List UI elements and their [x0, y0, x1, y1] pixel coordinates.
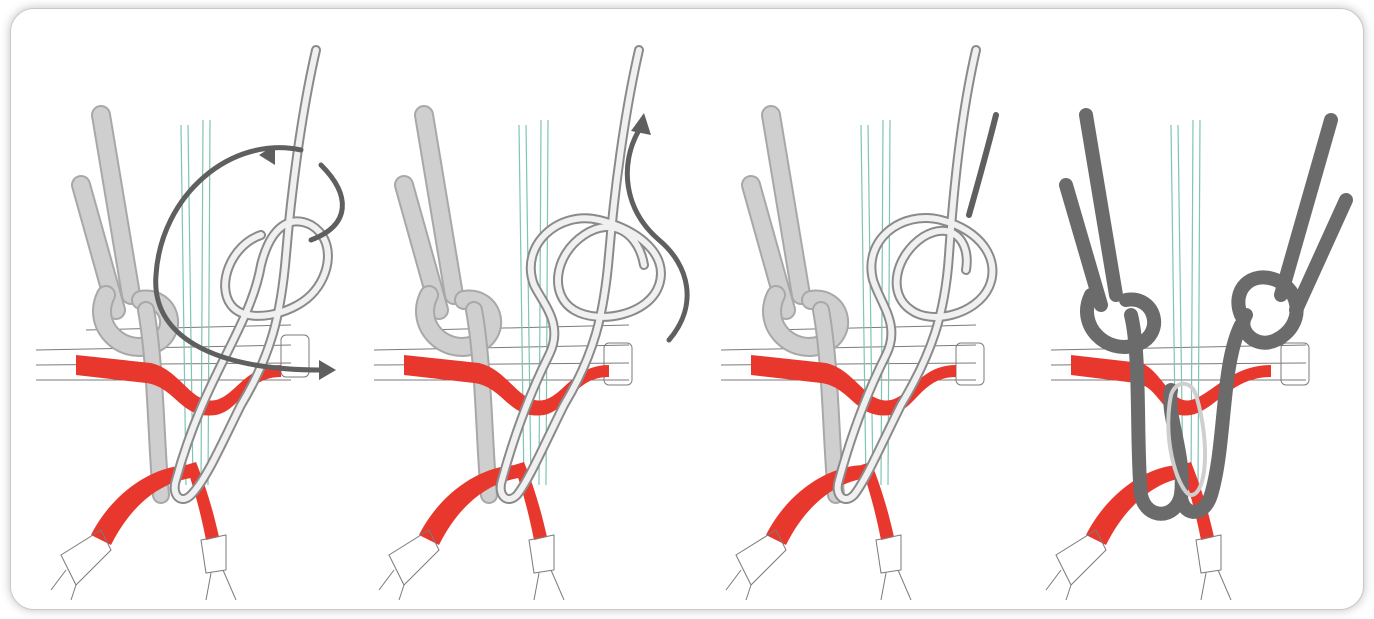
working-rope [501, 50, 661, 499]
figure-eight-knot [772, 295, 839, 495]
threading-arrow [156, 148, 343, 370]
step-3-illustration [701, 25, 1031, 600]
leg-outlines [1046, 530, 1231, 600]
step-1-panel [31, 25, 361, 600]
figure-eight-knot [425, 295, 492, 495]
working-rope [838, 50, 993, 499]
step-2-illustration [369, 25, 699, 600]
leg-outlines [51, 530, 236, 600]
tied-rope-tails [404, 115, 454, 310]
tied-rope-tails [81, 115, 131, 310]
leg-loop-webbing [91, 465, 199, 545]
tied-rope-tails [751, 115, 801, 310]
figure-eight-knot [102, 295, 169, 495]
leg-loop-webbing [419, 465, 527, 545]
step-4-illustration [1031, 25, 1361, 600]
leg-loop-webbing [766, 465, 874, 545]
leg-outlines [726, 530, 911, 600]
tied-rope-left [1066, 115, 1182, 514]
step-3-panel [701, 25, 1031, 600]
arrowhead-icon [631, 113, 651, 135]
step-1-illustration [31, 25, 361, 600]
figure-frame [10, 8, 1364, 610]
step-2-panel [369, 25, 699, 600]
leg-outlines [379, 530, 564, 600]
rope-tail-end [969, 115, 996, 215]
working-rope [175, 50, 328, 499]
step-4-panel [1031, 25, 1361, 600]
